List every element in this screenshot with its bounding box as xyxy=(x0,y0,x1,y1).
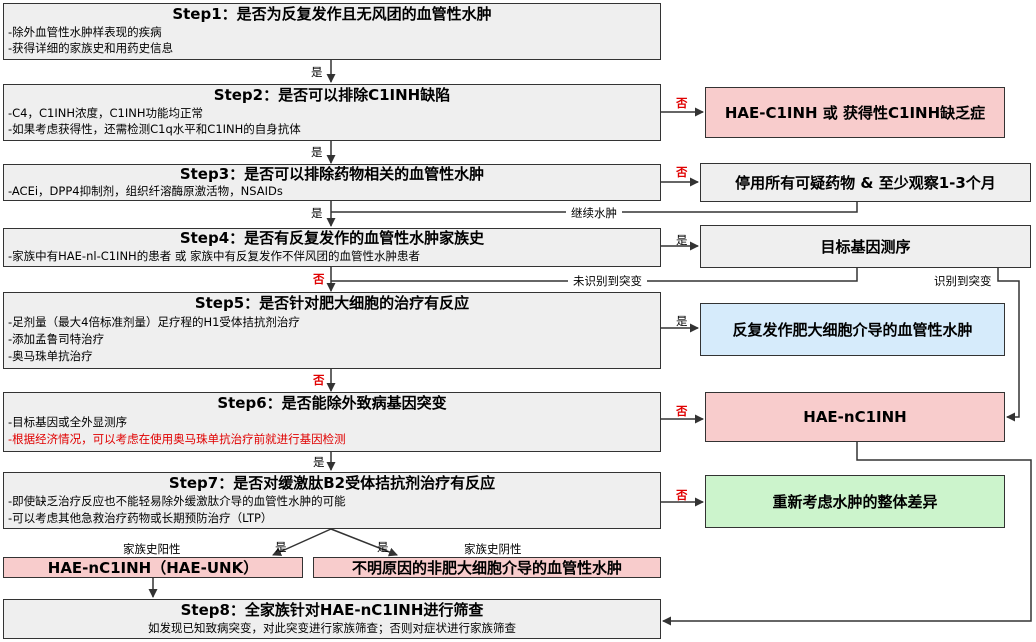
label-mutation-not-found: 未识别到突变 xyxy=(568,274,647,288)
step4-line-1: -家族中有HAE-nl-C1INH的患者 或 家族中有反复发作不伴风团的血管性水… xyxy=(8,249,421,263)
step1-title: Step1：是否为反复发作且无风团的血管性水肿 xyxy=(172,5,492,23)
result-stop-drugs: 停用所有可疑药物 & 至少观察1-3个月 xyxy=(700,163,1031,202)
step6-box: Step6：是否能除外致病基因突变 -目标基因或全外显测序 -根据经济情况，可以… xyxy=(3,392,661,452)
label-family-positive: 家族史阳性 xyxy=(123,542,181,556)
result-mast-cell-edema: 反复发作肥大细胞介导的血管性水肿 xyxy=(700,303,1005,356)
result-hae-c1inh: HAE-C1INH 或 获得性C1INH缺乏症 xyxy=(705,87,1005,138)
step8-box: Step8：全家族针对HAE-nC1INH进行筛查 如发现已知致病突变，对此突变… xyxy=(3,599,661,639)
step5-line-1: -足剂量（最大4倍标准剂量）足疗程的H1受体拮抗剂治疗 xyxy=(8,315,300,329)
label-no-step2: 否 xyxy=(676,96,688,110)
result-unknown-edema: 不明原因的非肥大细胞介导的血管性水肿 xyxy=(313,557,661,578)
label-yes-step2: 是 xyxy=(311,145,323,159)
result-hae-unk: HAE-nC1INH（HAE-UNK） xyxy=(3,557,303,578)
step5-box: Step5：是否针对肥大细胞的治疗有反应 -足剂量（最大4倍标准剂量）足疗程的H… xyxy=(3,292,661,369)
step4-box: Step4：是否有反复发作的血管性水肿家族史 -家族中有HAE-nl-C1INH… xyxy=(3,228,661,267)
step7-line-1: -即使缺乏治疗反应也不能轻易除外缓激肽介导的血管性水肿的可能 xyxy=(8,494,346,508)
step7-line-2: -可以考虑其他急救治疗药物或长期预防治疗（LTP） xyxy=(8,511,273,525)
step1-box: Step1：是否为反复发作且无风团的血管性水肿 -除外血管性水肿样表现的疾病 -… xyxy=(3,3,661,60)
step3-box: Step3：是否可以排除药物相关的血管性水肿 -ACEi，DPP4抑制剂，组织纤… xyxy=(3,164,661,201)
step6-line-1: -目标基因或全外显测序 xyxy=(8,415,128,429)
label-yes-step4: 是 xyxy=(676,233,688,247)
step2-line-1: -C4，C1INH浓度，C1INH功能均正常 xyxy=(8,106,203,120)
step3-title: Step3：是否可以排除药物相关的血管性水肿 xyxy=(179,165,485,183)
step6-red-line: -根据经济情况，可以考虑在使用奥马珠单抗治疗前就进行基因检测 xyxy=(8,432,346,446)
step5-line-3: -奥马珠单抗治疗 xyxy=(8,349,93,363)
step7-box: Step7：是否对缓激肽B2受体拮抗剂治疗有反应 -即使缺乏治疗反应也不能轻易除… xyxy=(3,472,661,529)
step1-line-2: -获得详细的家族史和用药史信息 xyxy=(8,41,174,55)
label-mutation-found: 识别到突变 xyxy=(930,274,996,288)
step8-title: Step8：全家族针对HAE-nC1INH进行筛查 xyxy=(180,601,484,619)
step6-title: Step6：是否能除外致病基因突变 xyxy=(217,394,447,412)
step5-line-2: -添加孟鲁司特治疗 xyxy=(8,332,105,346)
step2-title: Step2：是否可以排除C1INH缺陷 xyxy=(213,86,451,104)
label-yes-left: 是 xyxy=(275,540,287,554)
step4-title: Step4：是否有反复发作的血管性水肿家族史 xyxy=(179,229,485,247)
label-yes-step1: 是 xyxy=(311,65,323,79)
step8-subtitle: 如发现已知致病突变，对此突变进行家族筛查；否则对症状进行家族筛查 xyxy=(148,621,516,635)
label-family-negative: 家族史阴性 xyxy=(464,542,522,556)
result-hae-nc1inh: HAE-nC1INH xyxy=(705,392,1005,442)
step1-line-1: -除外血管性水肿样表现的疾病 xyxy=(8,25,162,39)
label-continue-edema: 继续水肿 xyxy=(566,206,622,220)
label-no-step6: 否 xyxy=(676,404,688,418)
step2-box: Step2：是否可以排除C1INH缺陷 -C4，C1INH浓度，C1INH功能均… xyxy=(3,84,661,141)
step7-title: Step7：是否对缓激肽B2受体拮抗剂治疗有反应 xyxy=(168,474,496,492)
label-no-step3: 否 xyxy=(676,165,688,179)
label-no-step5: 否 xyxy=(313,373,325,387)
label-yes-step6: 是 xyxy=(313,455,325,469)
result-reconsider: 重新考虑水肿的整体差异 xyxy=(705,475,1005,528)
result-target-sequencing: 目标基因测序 xyxy=(700,225,1031,268)
label-yes-right: 是 xyxy=(377,540,389,554)
label-yes-step3: 是 xyxy=(311,206,323,220)
step5-title: Step5：是否针对肥大细胞的治疗有反应 xyxy=(194,294,470,312)
label-yes-step5: 是 xyxy=(676,314,688,328)
label-no-step7: 否 xyxy=(676,488,688,502)
label-no-step4: 否 xyxy=(313,272,325,286)
step2-line-2: -如果考虑获得性，还需检测C1q水平和C1INH的自身抗体 xyxy=(8,122,301,136)
step3-line-1: -ACEi，DPP4抑制剂，组织纤溶酶原激活物，NSAIDs xyxy=(8,184,283,198)
